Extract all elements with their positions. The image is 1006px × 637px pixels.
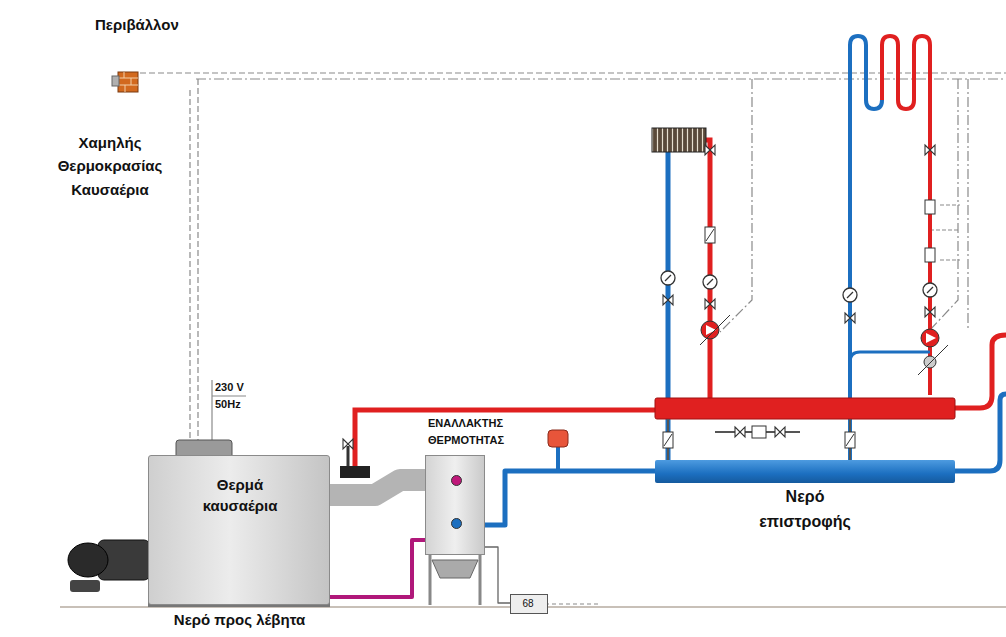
boiler-body: Θερμά καυσαέρια — [148, 455, 330, 605]
heat-exchanger: ΕΝΑΛΛΑΚΤΗΣ ΘΕΡΜΟΤΗΤΑΣ — [425, 455, 485, 555]
pipe-port — [451, 518, 462, 529]
manifold-bar — [655, 460, 955, 483]
return-pipe — [485, 471, 655, 525]
pipe-label: Νερό προς λέβητα — [130, 611, 349, 628]
sensor-wire — [485, 547, 510, 603]
controller-box: 68 — [510, 594, 548, 614]
controller-value: 68 — [511, 597, 545, 611]
manifold-label: Νερό επιστροφής — [753, 485, 857, 535]
exchanger-heading: ΕΝΑΛΛΑΚΤΗΣ ΘΕΡΜΟΤΗΤΑΣ — [428, 415, 544, 448]
flue-duct — [330, 480, 425, 495]
pipe-port — [451, 475, 462, 486]
return-manifold: Νερό επιστροφής — [655, 460, 955, 540]
voltage-label: 230 V — [215, 381, 244, 393]
boiler-label: Θερμά καυσαέρια — [184, 474, 296, 516]
frequency-label: 50Hz — [215, 398, 241, 410]
environment-label: Περιβάλλον — [95, 16, 179, 33]
flue-gas-label: Χαμηλής Θερμοκρασίας Καυσαέρια — [35, 131, 185, 201]
boiler-feed-pipe — [330, 540, 425, 597]
